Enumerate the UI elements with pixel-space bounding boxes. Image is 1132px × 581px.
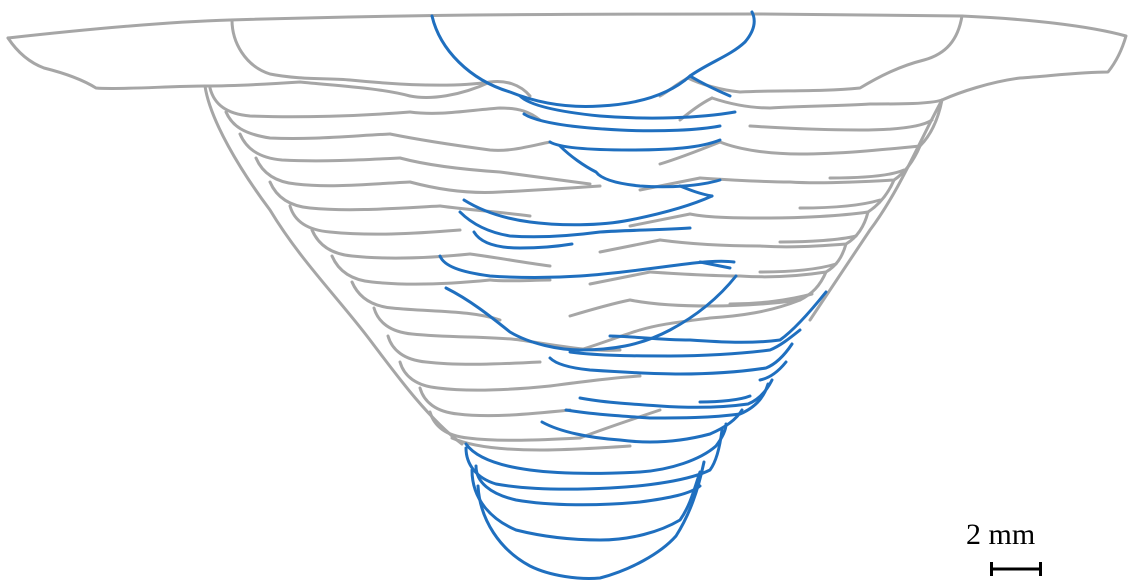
blue-outline (464, 428, 724, 491)
grey-outline (578, 328, 642, 352)
grey-outline (428, 410, 582, 442)
blue-outline (568, 328, 802, 358)
grey-outline (698, 144, 922, 185)
grey-outline (548, 374, 642, 388)
blue-outline (678, 184, 714, 198)
grey-outline (398, 360, 552, 392)
scale-bar (990, 562, 1042, 576)
grey-outline (778, 234, 858, 244)
grey-outline (224, 110, 392, 141)
grey-outline (408, 180, 602, 194)
blue-outline (558, 144, 722, 189)
blue-outline (462, 194, 714, 227)
grey-outline (468, 252, 552, 268)
grey-outline (648, 242, 848, 279)
blue-layer-boundaries (430, 10, 828, 580)
blue-outline (578, 378, 774, 409)
grey-outline (638, 176, 702, 192)
blue-outline (608, 290, 828, 344)
blue-outline (548, 342, 794, 376)
grey-outline (450, 436, 632, 452)
grey-outline (238, 132, 402, 163)
blue-outline (548, 138, 722, 152)
grey-outline (330, 254, 492, 286)
grey-outline (588, 270, 652, 286)
blue-outline (688, 74, 732, 98)
grey-outline (808, 98, 944, 322)
grey-outline (828, 168, 906, 180)
grey-outline (710, 96, 944, 110)
grey-outline (230, 18, 492, 87)
grey-outline (628, 212, 692, 228)
grey-outline (288, 204, 462, 236)
scale-bar-label: 2 mm (966, 518, 1036, 551)
blue-outline (430, 10, 756, 108)
grey-outline (598, 238, 662, 254)
grey-outline (388, 132, 552, 152)
grey-outline (6, 36, 207, 91)
grey-outline (386, 334, 542, 366)
grey-outline (6, 12, 1128, 102)
grey-outline (688, 178, 896, 220)
grey-outline (372, 306, 522, 342)
grey-outline (350, 280, 502, 322)
blue-outline (472, 230, 574, 250)
grey-layer-boundaries (6, 12, 1128, 452)
grey-outline (728, 292, 814, 306)
blue-outline (458, 210, 692, 239)
grey-outline (408, 106, 542, 122)
grey-outline (686, 14, 964, 94)
grey-outline (203, 84, 464, 446)
grey-outline (208, 86, 412, 119)
grey-outline (254, 156, 412, 188)
grey-outline (568, 298, 632, 318)
grey-outline (488, 278, 552, 283)
grey-outline (418, 386, 572, 418)
blue-outline (470, 468, 702, 542)
blue-outline (698, 260, 732, 270)
blue-outline (698, 394, 752, 404)
blue-outline (476, 460, 706, 580)
grey-outline (398, 156, 592, 186)
blue-outline (474, 464, 702, 507)
grey-outline (408, 80, 532, 99)
blue-outline (438, 254, 736, 279)
grey-outline (203, 80, 412, 98)
blue-outline (518, 94, 737, 120)
grey-outline (718, 98, 944, 156)
grey-outline (658, 140, 722, 166)
blue-outline (758, 360, 788, 382)
grey-outline (798, 198, 882, 210)
blue-outline (444, 274, 738, 352)
grey-outline (638, 298, 802, 332)
grey-outline (758, 262, 838, 274)
blue-outline (522, 112, 722, 133)
grey-outline (268, 180, 442, 212)
blue-outline (564, 382, 770, 420)
grey-outline (748, 118, 934, 132)
